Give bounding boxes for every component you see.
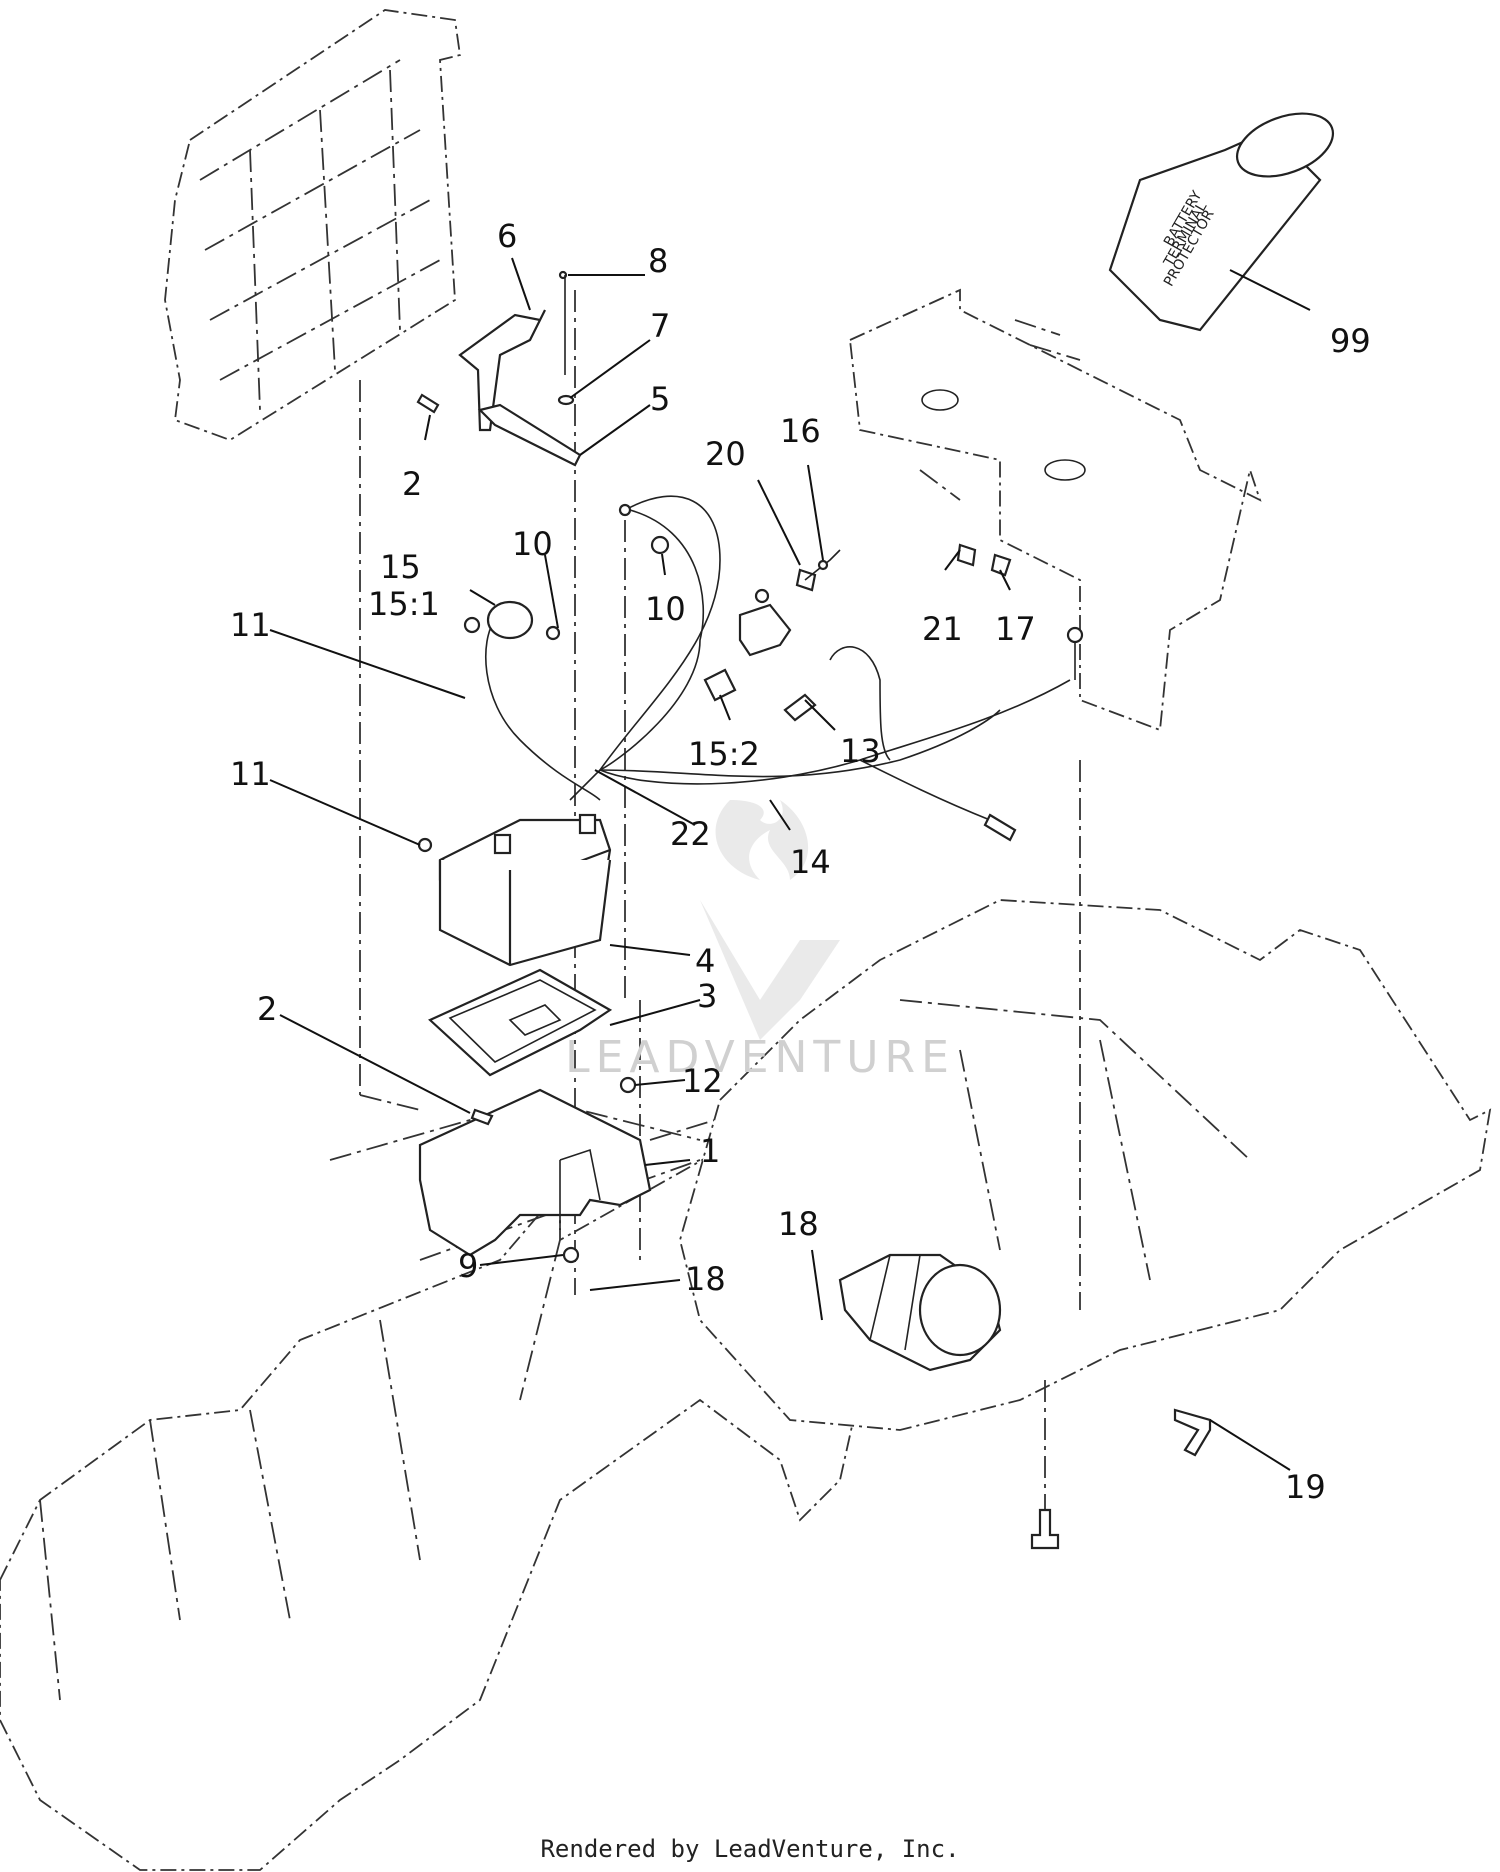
label-10-left: 10 (512, 525, 553, 563)
label-15-1: 15:1 (368, 585, 440, 623)
battery (438, 813, 612, 967)
label-13: 13 (840, 732, 881, 770)
part-labels: 6 8 7 5 2 20 16 10 15 15:1 10 21 17 11 1… (230, 217, 1371, 1506)
label-99: 99 (1330, 322, 1371, 360)
label-7: 7 (650, 307, 670, 345)
label-22: 22 (670, 815, 711, 853)
battery-hold-down (416, 270, 582, 467)
label-2-bottom: 2 (257, 990, 277, 1028)
cable-19 (1173, 1408, 1212, 1457)
starter-motor (838, 1253, 1002, 1372)
label-2-top: 2 (402, 465, 422, 503)
label-10-right: 10 (645, 590, 686, 628)
label-15: 15 (380, 548, 421, 586)
label-19: 19 (1285, 1468, 1326, 1506)
label-5: 5 (650, 380, 670, 418)
label-16: 16 (780, 412, 821, 450)
label-15-2: 15:2 (688, 735, 760, 773)
frame-bolt (1030, 1508, 1060, 1550)
label-18-bottom: 18 (685, 1260, 726, 1298)
battery-terminal-protector-can: BATTERY TERMINAL PROTECTOR (1108, 112, 1335, 332)
battery-mount-plate (418, 1088, 652, 1257)
footer-credit: Rendered by LeadVenture, Inc. (540, 1835, 960, 1863)
label-6: 6 (497, 217, 517, 255)
leadventure-watermark: LEADVENTURE (565, 800, 955, 1083)
label-21: 21 (922, 610, 963, 648)
label-11-top: 11 (230, 606, 271, 644)
label-17: 17 (995, 610, 1036, 648)
seat-back (164, 9, 462, 441)
battery-tray (428, 968, 613, 1077)
label-20: 20 (705, 435, 746, 473)
label-18-right: 18 (778, 1205, 819, 1243)
label-12: 12 (682, 1062, 723, 1100)
rear-frame-plate (849, 288, 1262, 732)
watermark-text: LEADVENTURE (565, 1032, 955, 1083)
leader-lines (269, 257, 1311, 1471)
hardware (417, 535, 1012, 1264)
label-1: 1 (700, 1132, 720, 1170)
label-14: 14 (790, 843, 831, 881)
label-4: 4 (695, 942, 715, 980)
label-11-bottom: 11 (230, 755, 271, 793)
label-8: 8 (648, 242, 668, 280)
label-9: 9 (458, 1247, 478, 1285)
label-3: 3 (697, 977, 717, 1015)
